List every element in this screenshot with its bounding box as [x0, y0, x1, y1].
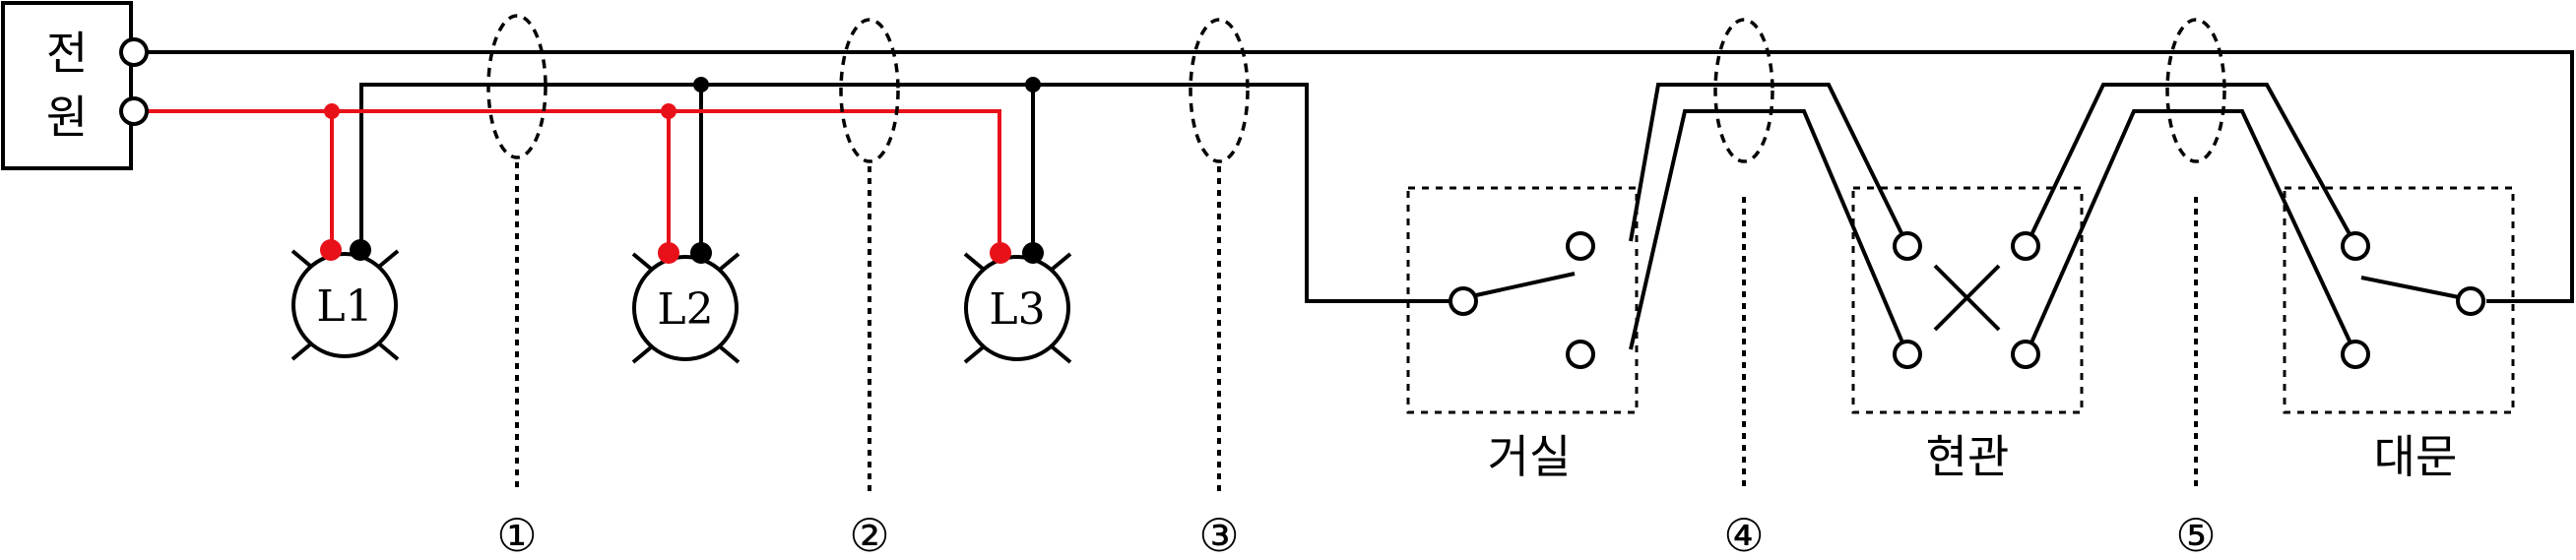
switch-room-label: 현관 [1926, 430, 2010, 483]
switch-terminal [1893, 231, 1922, 261]
switch-terminal-common [2456, 286, 2485, 316]
switch-living-room: 거실 [1406, 186, 1639, 483]
lamp-terminal-black [1022, 242, 1044, 264]
switch-terminal-1 [1566, 231, 1595, 261]
bundle-ellipse-5 [2165, 18, 2226, 163]
lamp-label: L2 [657, 284, 713, 335]
switch-terminal-1 [2341, 231, 2370, 261]
switch-entrance: 현관 [1851, 186, 2084, 483]
lamp-terminal-red [320, 239, 342, 261]
marker-2: ② [849, 509, 889, 560]
switch-box [2283, 186, 2515, 414]
lamp-terminal-black [350, 239, 371, 261]
switch-gate: 대문 [2283, 186, 2515, 483]
wire-black-main [359, 83, 1463, 303]
lamp-terminal-black [690, 242, 712, 264]
bundle-ellipse-1 [486, 14, 547, 159]
power-terminal-bottom [119, 96, 149, 126]
marker-3: ③ [1198, 509, 1239, 560]
power-box [1, 1, 133, 170]
lamp-label: L1 [316, 281, 372, 332]
junction-red-2 [661, 103, 676, 119]
switch-terminal-2 [2341, 340, 2370, 369]
junction-black-1 [693, 77, 709, 93]
bundle-ellipse-2 [839, 18, 900, 163]
switch-lever [2360, 276, 2460, 299]
lamp-terminal-red [658, 242, 679, 264]
switch-cross-line [1933, 264, 2001, 332]
lamp-l1: L1 [290, 239, 400, 361]
traveler-wire-upper-2 [2027, 83, 2355, 242]
switch-box [1851, 186, 2084, 414]
junction-black-2 [1025, 77, 1041, 93]
junction-red-1 [324, 103, 340, 119]
switch-terminal-common [1449, 286, 1478, 316]
marker-4: ④ [1723, 509, 1764, 560]
switch-room-label: 거실 [1488, 430, 1572, 483]
power-source: 전 원 [1, 1, 133, 170]
traveler-wire-lower-2 [2027, 109, 2355, 350]
switch-lever [1475, 272, 1576, 297]
wire-top [148, 50, 2574, 303]
power-label-1: 전 [46, 27, 88, 80]
switch-terminal [2011, 340, 2040, 369]
marker-1: ① [496, 509, 537, 560]
switch-terminal [2011, 231, 2040, 261]
bundle-ellipse-4 [1713, 18, 1774, 163]
power-terminal-top [119, 37, 149, 67]
power-label-2: 원 [46, 91, 88, 144]
lamp-l2: L2 [631, 242, 741, 364]
lamp-body [964, 255, 1070, 361]
marker-5: ⑤ [2175, 509, 2216, 560]
switch-box [1406, 186, 1639, 414]
lamp-label: L3 [989, 284, 1045, 335]
wire-red-main [148, 109, 1001, 252]
lamp-body [291, 252, 398, 358]
switch-room-label: 대문 [2374, 430, 2458, 483]
switch-terminal [1893, 340, 1922, 369]
traveler-wire-upper-1 [1629, 83, 1907, 242]
switch-terminal-2 [1566, 340, 1595, 369]
bundle-ellipse-3 [1189, 18, 1250, 163]
traveler-wire-lower-1 [1629, 109, 1907, 350]
lamp-terminal-red [990, 242, 1011, 264]
lamp-l3: L3 [963, 242, 1072, 364]
lamp-body [632, 255, 739, 361]
